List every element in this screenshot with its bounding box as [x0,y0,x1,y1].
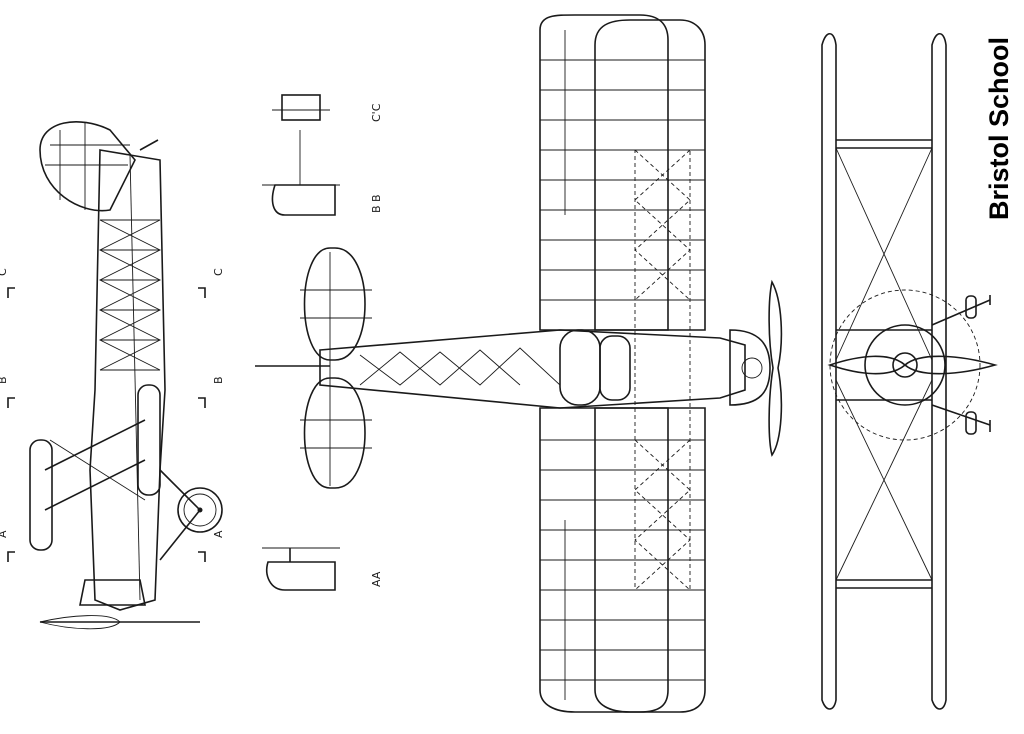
section-aa: AA [262,547,383,591]
cut-markers-left: C B A C B A [0,268,225,562]
front-view [821,32,998,710]
cut-marker-a-top: A [0,530,9,538]
section-label-bb: B B [370,194,383,213]
cut-marker-b-top: B [0,376,9,384]
section-label-aa: AA [370,571,383,587]
cut-marker-a-bottom: A [212,530,225,538]
cut-marker-c-top: C [0,268,9,276]
section-cc: C'C [272,94,383,122]
cut-marker-c-bottom: C [212,268,225,276]
plan-view [255,14,783,713]
side-view [29,121,223,630]
section-bb: B B [262,130,383,216]
drawing-title: Bristol School [984,37,1014,220]
cut-marker-b-bottom: B [212,376,225,384]
section-label-cc: C'C [370,103,383,122]
